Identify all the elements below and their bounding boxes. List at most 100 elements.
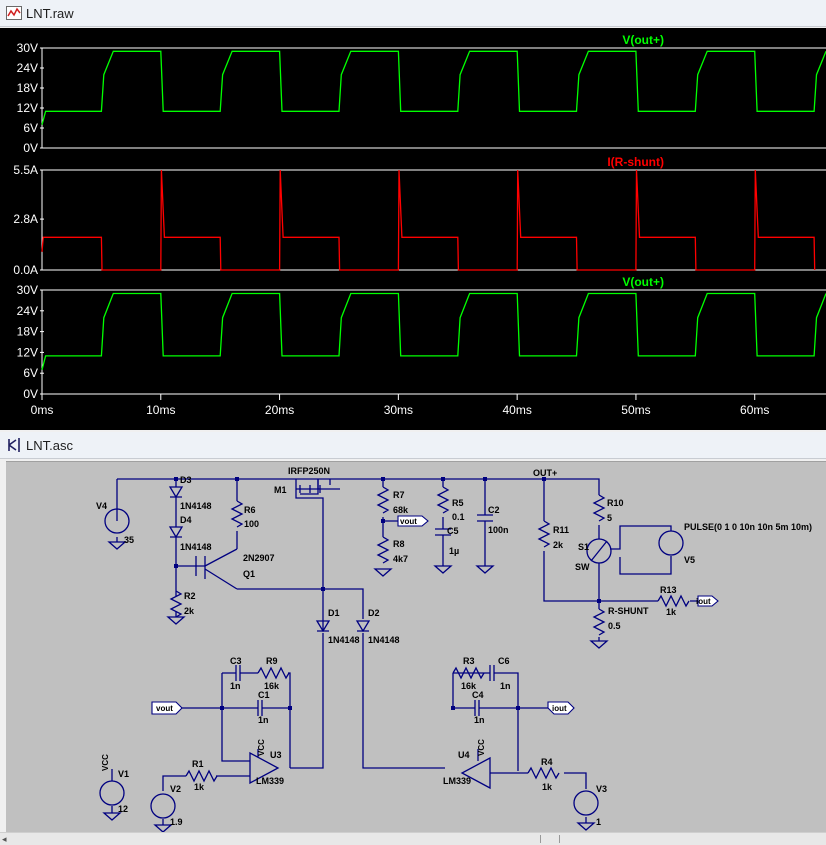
- label-r2-val: 2k: [184, 606, 195, 616]
- label-v4-val: 35: [124, 535, 134, 545]
- label-d2: D2: [368, 608, 380, 618]
- diode-d4: [168, 526, 184, 539]
- label-vcc-u3: VCC: [257, 739, 266, 756]
- source-v1: [99, 780, 125, 806]
- schematic-icon: [8, 438, 20, 452]
- source-v5: [658, 530, 684, 556]
- y-tick-label: 24V: [17, 61, 38, 75]
- capacitor-c3: [230, 665, 246, 681]
- y-tick-label: 18V: [17, 81, 38, 95]
- flag-iout-in: iout: [552, 704, 567, 713]
- flag-vout: vout: [400, 517, 417, 526]
- resistor-r8: [376, 536, 390, 564]
- horizontal-scrollbar[interactable]: ◂: [0, 832, 826, 845]
- capacitor-c4: [470, 700, 484, 716]
- schematic-titlebar[interactable]: LNT.asc: [0, 432, 826, 459]
- scrollbar-thumb[interactable]: [540, 835, 560, 843]
- plot-svg[interactable]: 30V24V18V12V6V0VV(out+)5.5A2.8A0.0AI(R-s…: [0, 28, 826, 430]
- y-tick-label: 0.0A: [13, 263, 38, 277]
- label-vcc-u4: VCC: [477, 739, 486, 756]
- resistor-r13: [657, 594, 690, 608]
- schematic-labels: IRFP250N M1 D3 1N4148 D4 1N4148 V4 35 R6…: [96, 466, 812, 827]
- capacitor-c1: [250, 700, 272, 716]
- label-r10-val: 5: [607, 513, 612, 523]
- label-r1: R1: [192, 759, 204, 769]
- y-tick-label: 18V: [17, 325, 38, 339]
- label-irfp250n: IRFP250N: [288, 466, 330, 476]
- trace-line-1: [41, 169, 816, 271]
- resistor-r6: [230, 500, 244, 528]
- label-v2-val: 1.9: [170, 817, 183, 827]
- y-tick-label: 0V: [23, 141, 38, 155]
- resistor-r5: [436, 486, 450, 514]
- y-tick-label: 5.5A: [13, 163, 38, 177]
- trace-name-0: V(out+): [622, 33, 664, 47]
- label-c2-val: 100n: [488, 525, 509, 535]
- x-tick-label: 10ms: [146, 403, 175, 417]
- label-c3-val: 1n: [230, 681, 241, 691]
- schematic-canvas[interactable]: IRFP250N M1 D3 1N4148 D4 1N4148 V4 35 R6…: [6, 461, 826, 833]
- y-tick-label: 30V: [17, 41, 38, 55]
- diode-d3: [168, 486, 184, 499]
- schematic-svg[interactable]: IRFP250N M1 D3 1N4148 D4 1N4148 V4 35 R6…: [6, 462, 826, 833]
- resistor-rshunt: [592, 608, 606, 636]
- label-d3: D3: [180, 475, 192, 485]
- y-tick-label: 2.8A: [13, 212, 38, 226]
- net-flags: [151, 515, 719, 715]
- label-r5: R5: [452, 498, 464, 508]
- label-r13-val: 1k: [666, 607, 677, 617]
- y-tick-label: 6V: [23, 121, 38, 135]
- resistor-r3: [452, 666, 485, 680]
- waveform-title: LNT.raw: [26, 6, 74, 21]
- capacitor-c6: [486, 665, 498, 681]
- label-m1: M1: [274, 485, 287, 495]
- waveform-titlebar[interactable]: LNT.raw: [0, 0, 826, 27]
- junction-dots: [174, 477, 601, 710]
- label-c1-val: 1n: [258, 715, 269, 725]
- label-d2-model: 1N4148: [368, 635, 400, 645]
- y-tick-label: 0V: [23, 387, 38, 401]
- label-r8-val: 4k7: [393, 554, 408, 564]
- label-d3-model: 1N4148: [180, 501, 212, 511]
- label-c5-val: 1µ: [449, 546, 459, 556]
- x-tick-label: 50ms: [621, 403, 650, 417]
- source-v3: [573, 790, 599, 816]
- label-v3-val: 1: [596, 817, 601, 827]
- x-tick-label: 40ms: [502, 403, 531, 417]
- label-2n2907: 2N2907: [243, 553, 275, 563]
- y-tick-label: 12V: [17, 345, 38, 359]
- label-c6: C6: [498, 656, 510, 666]
- capacitor-c2: [477, 514, 493, 531]
- resistor-r11: [537, 520, 551, 548]
- schematic-title: LNT.asc: [26, 438, 73, 453]
- capacitor-c5: [435, 528, 451, 549]
- switch-s1: [586, 538, 612, 564]
- waveform-window: LNT.raw 30V 24V 18V 12V 6V 0V V(out+) 5.5A 2.8A 0…: [0, 0, 826, 430]
- label-r6: R6: [244, 505, 256, 515]
- label-r3-val: 16k: [461, 681, 477, 691]
- label-r4-val: 1k: [542, 782, 553, 792]
- y-tick-label: 30V: [17, 283, 38, 297]
- scrollbar-left-arrow[interactable]: ◂: [2, 834, 7, 844]
- label-c4: C4: [472, 690, 484, 700]
- label-r11: R11: [553, 525, 569, 535]
- label-c3: C3: [230, 656, 242, 666]
- label-q1: Q1: [243, 569, 255, 579]
- label-r5-val: 0.1: [452, 512, 465, 522]
- flag-iout: iout: [696, 597, 711, 606]
- label-r9-val: 16k: [264, 681, 280, 691]
- opamp-u3: [249, 751, 280, 785]
- label-vcc-v1: VCC: [101, 754, 110, 771]
- flag-vout-in: vout: [156, 704, 173, 713]
- x-tick-label: 30ms: [384, 403, 413, 417]
- label-u3: U3: [270, 750, 282, 760]
- label-r11-val: 2k: [553, 540, 564, 550]
- label-s1: S1: [578, 542, 589, 552]
- label-d1: D1: [328, 608, 340, 618]
- label-r7: R7: [393, 490, 405, 500]
- label-v1: V1: [118, 769, 129, 779]
- components: [99, 479, 690, 833]
- resistor-r2: [169, 590, 183, 618]
- label-r8: R8: [393, 539, 405, 549]
